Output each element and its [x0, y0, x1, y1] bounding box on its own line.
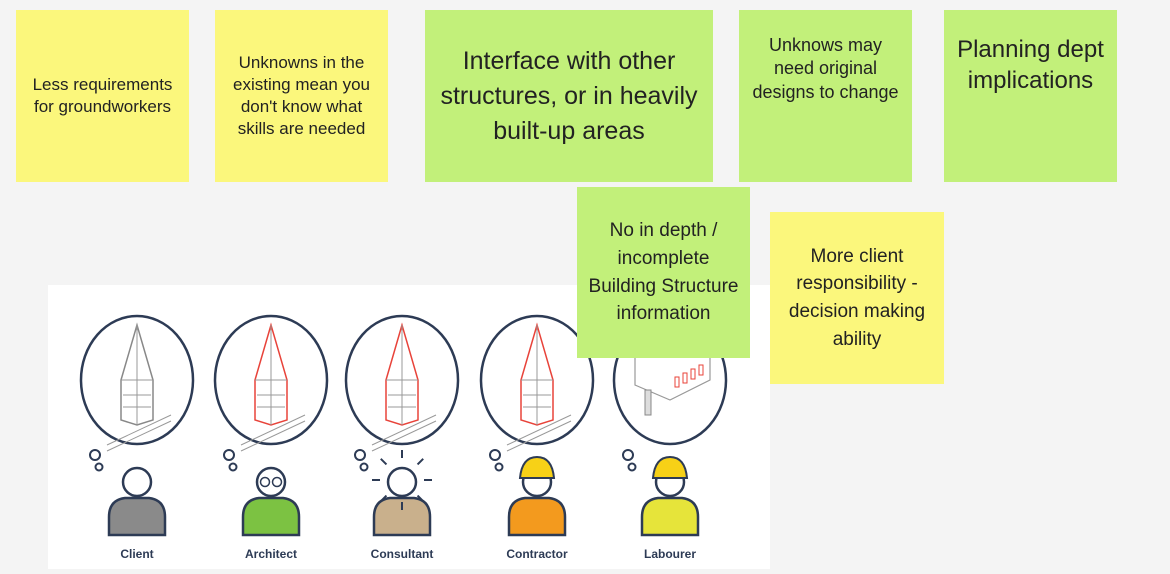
thought-bubble-dot: [223, 449, 235, 461]
hard-hat-icon: [518, 455, 556, 479]
roles-illustration-graphic: [79, 314, 728, 537]
idea-ray: [416, 458, 424, 466]
role-label-labourer: Labourer: [643, 547, 696, 561]
person-body-contractor: [507, 496, 567, 537]
person-head-consultant: [386, 466, 418, 498]
sticky-note-client-responsibility[interactable]: More client responsibility - decision ma…: [770, 212, 944, 384]
thought-bubble-dot: [489, 449, 501, 461]
idea-ray: [380, 458, 388, 466]
thought-bubble-dot: [89, 449, 101, 461]
thought-bubble-dot: [354, 449, 366, 461]
idea-ray: [416, 494, 424, 502]
idea-ray: [380, 494, 388, 502]
glasses-icon: [259, 476, 271, 488]
sticky-note-interface-structures[interactable]: Interface with other structures, or in h…: [425, 10, 713, 182]
role-label-consultant: Consultant: [370, 547, 434, 561]
person-head-architect: [255, 466, 287, 498]
building-icon: [634, 345, 711, 401]
role-label-client: Client: [120, 547, 154, 561]
role-label-contractor: Contractor: [506, 547, 568, 561]
person-head-client: [121, 466, 153, 498]
person-body-labourer: [640, 496, 700, 537]
person-body-consultant: [372, 496, 432, 537]
person-body-architect: [241, 496, 301, 537]
role-label-architect: Architect: [244, 547, 297, 561]
person-body-client: [107, 496, 167, 537]
sticky-note-planning-dept[interactable]: Planning dept implications: [944, 10, 1117, 182]
sticky-note-unknown-skills[interactable]: Unknowns in the existing mean you don't …: [215, 10, 388, 182]
sticky-note-original-designs[interactable]: Unknows may need original designs to cha…: [739, 10, 912, 182]
sticky-note-structure-information[interactable]: No in depth / incomplete Building Struct…: [577, 187, 750, 358]
worker-icon: [644, 389, 652, 416]
sticky-note-groundworkers[interactable]: Less requirements for groundworkers: [16, 10, 189, 182]
thought-bubble-dot: [622, 449, 634, 461]
hard-hat-icon: [651, 455, 689, 479]
